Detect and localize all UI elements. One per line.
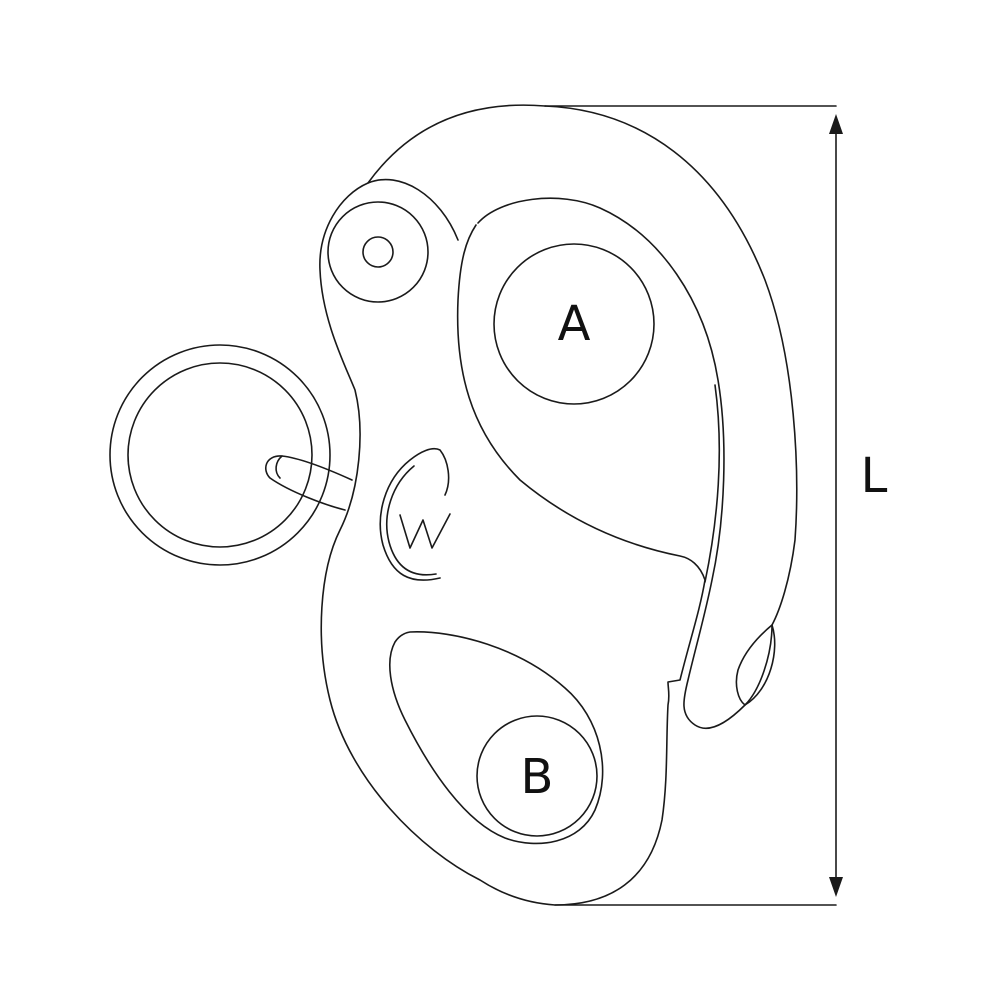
length-dimension: L [544,105,888,906]
hole-a-label: A [558,296,591,352]
ring-shank [265,455,353,511]
hole-b: B [476,715,598,837]
arrow-down-icon [829,877,843,897]
length-label: L [861,448,888,504]
hole-a: A [493,243,655,405]
split-ring [109,344,331,566]
lower-opening [389,631,604,845]
shackle-body [319,104,798,906]
hole-b-label: B [521,749,554,805]
arrow-up-icon [829,114,843,134]
pivot-pin [327,201,429,303]
brand-logo-icon [379,447,451,581]
